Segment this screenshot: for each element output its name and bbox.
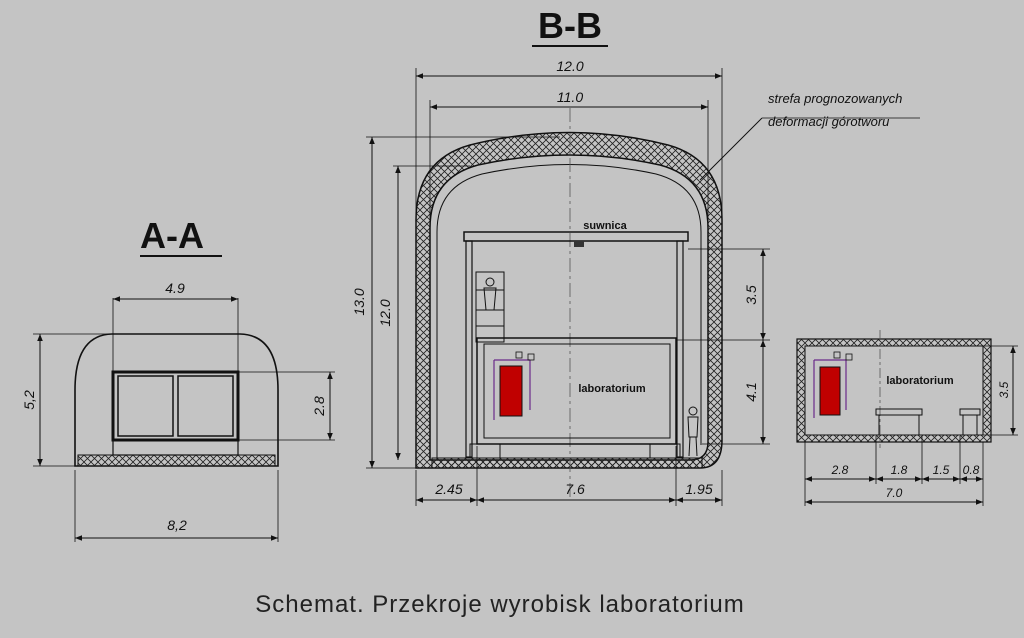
aa-dim-inner-width: 4.9 [165, 280, 185, 296]
section-c-stool [959, 408, 981, 416]
lab-label: laboratorium [578, 383, 645, 395]
section-aa-container-right [177, 375, 234, 437]
bb-dim-outer-width: 12.0 [556, 58, 583, 74]
c-dim-seg3: 1.5 [933, 463, 950, 477]
laboratory-container: laboratorium [469, 337, 681, 459]
c-dim-total: 7.0 [886, 486, 903, 500]
lab-tank-icon [499, 365, 523, 417]
bb-dim-left: 2.45 [434, 481, 462, 497]
section-bb: B-B suwnica [351, 5, 920, 506]
section-aa-title: A-A [140, 215, 204, 256]
c-dim-seg4: 0.8 [963, 463, 980, 477]
drawing-caption: Schemat. Przekroje wyrobisk laboratorium [255, 591, 745, 618]
person-figure-icon [687, 406, 699, 457]
section-bb-floor [431, 457, 703, 469]
section-aa: A-A 4.9 5,2 2.8 8,2 [21, 215, 335, 542]
lab-piping [493, 359, 531, 420]
c-dim-seg1: 2.8 [831, 463, 849, 477]
bb-dim-outer-height: 13.0 [351, 288, 367, 315]
section-aa-tunnel-outline [74, 333, 279, 467]
section-aa-container-left [117, 375, 174, 437]
worker-figure-icon [485, 277, 495, 287]
crane-label: suwnica [583, 220, 627, 232]
section-c-lab-label: laboratorium [886, 375, 953, 387]
bb-dim-crane-height: 3.5 [743, 285, 759, 305]
crane-left-pillar [465, 240, 473, 458]
bb-dim-mid: 7.6 [565, 481, 585, 497]
section-c: laboratorium 3.5 2.8 1.8 1.5 0.8 7.0 [796, 330, 1018, 506]
section-bb-inner-outline [436, 164, 702, 460]
section-c-tank-icon [819, 366, 841, 416]
zone-note-line2: deformacji górotworu [768, 114, 889, 129]
bb-dim-inner-width: 11.0 [557, 89, 583, 105]
lab-outer-wall [476, 337, 677, 445]
section-bb-title: B-B [538, 5, 602, 46]
zone-note-line1: strefa prognozowanych [768, 91, 902, 106]
section-c-table [875, 408, 923, 416]
zone-leader-line [699, 117, 763, 181]
section-aa-base [112, 439, 239, 456]
c-dim-height: 3.5 [997, 381, 1011, 398]
lab-inner-wall [483, 343, 671, 439]
aa-dim-total-width: 8,2 [167, 517, 187, 533]
crane: suwnica [463, 220, 689, 458]
aa-dim-room-height: 2.8 [311, 396, 327, 417]
bb-dim-lab-height: 4.1 [743, 382, 759, 401]
bb-dim-right: 1.95 [685, 481, 712, 497]
service-platform [475, 271, 505, 343]
section-aa-container-outer [111, 370, 240, 442]
c-dim-seg2: 1.8 [891, 463, 908, 477]
crane-right-pillar [676, 240, 684, 458]
crane-beam [463, 231, 689, 242]
section-aa-floor [77, 454, 276, 467]
aa-dim-height: 5,2 [21, 390, 37, 410]
crane-hoist [574, 241, 584, 247]
section-c-piping [813, 359, 847, 418]
lab-support-right [649, 443, 681, 459]
lab-support-left [469, 443, 501, 459]
bb-dim-inner-height: 12.0 [377, 299, 393, 326]
